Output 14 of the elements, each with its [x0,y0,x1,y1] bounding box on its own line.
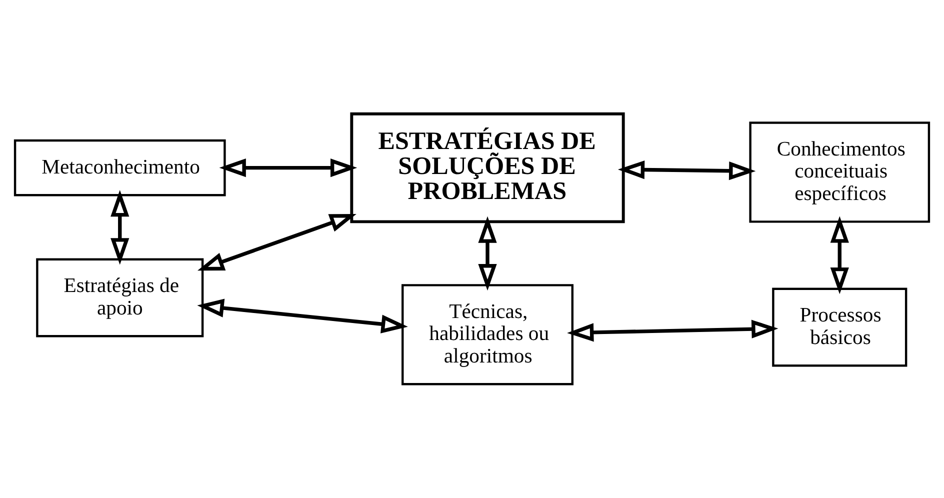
arrow [618,160,756,180]
arrow [567,320,778,342]
node-box: Processos básicos [772,288,908,367]
arrow [830,216,849,294]
arrow [110,190,130,265]
node-box: Metaconhecimento [14,139,226,196]
node-box: Conhecimentos conceituais específicos [749,122,930,223]
node-box: Estratégias de apoio [36,258,204,338]
arrow [478,216,497,291]
arrow [219,158,358,178]
node-box: Técnicas, habilidades ou algoritmos [402,284,574,386]
node-box: ESTRATÉGIAS DE SOLUÇÕES DE PROBLEMAS [350,112,625,224]
arrow [197,298,408,334]
arrow [197,214,356,271]
